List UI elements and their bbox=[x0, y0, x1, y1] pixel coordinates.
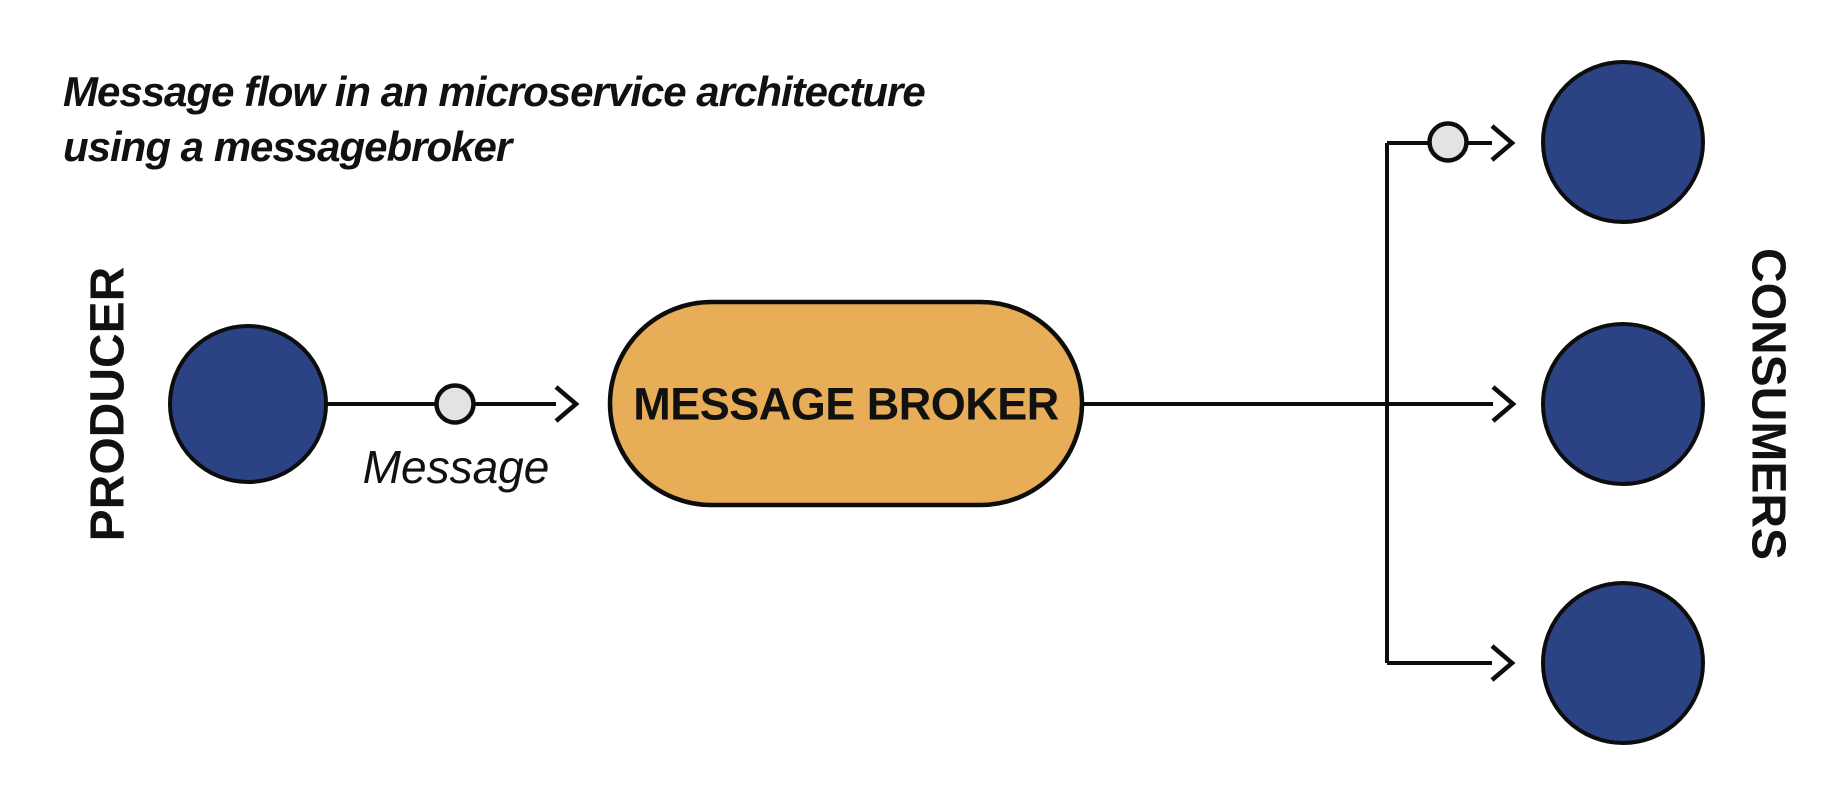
message-dot-producer bbox=[434, 383, 476, 425]
message-broker-label: MESSAGE BROKER bbox=[633, 379, 1059, 430]
arrowhead-bottom-consumer bbox=[1490, 644, 1516, 682]
arrowhead-into-broker bbox=[554, 385, 580, 423]
diagram-title-line-1: Message flow in an microservice architec… bbox=[63, 68, 925, 115]
producer-node bbox=[168, 324, 328, 484]
consumer-node-middle bbox=[1541, 322, 1705, 486]
diagram-title-line-2: using a messagebroker bbox=[63, 123, 515, 170]
message-label: Message bbox=[363, 441, 550, 493]
arrowhead-middle-consumer bbox=[1491, 385, 1517, 423]
producer-section-label: PRODUCER bbox=[82, 267, 135, 542]
arrowhead-top-consumer bbox=[1490, 124, 1516, 162]
message-dot-top-branch bbox=[1427, 121, 1469, 163]
consumer-node-bottom bbox=[1541, 581, 1705, 745]
consumers-section-label: CONSUMERS bbox=[1742, 248, 1795, 560]
consumer-node-top bbox=[1541, 60, 1705, 224]
